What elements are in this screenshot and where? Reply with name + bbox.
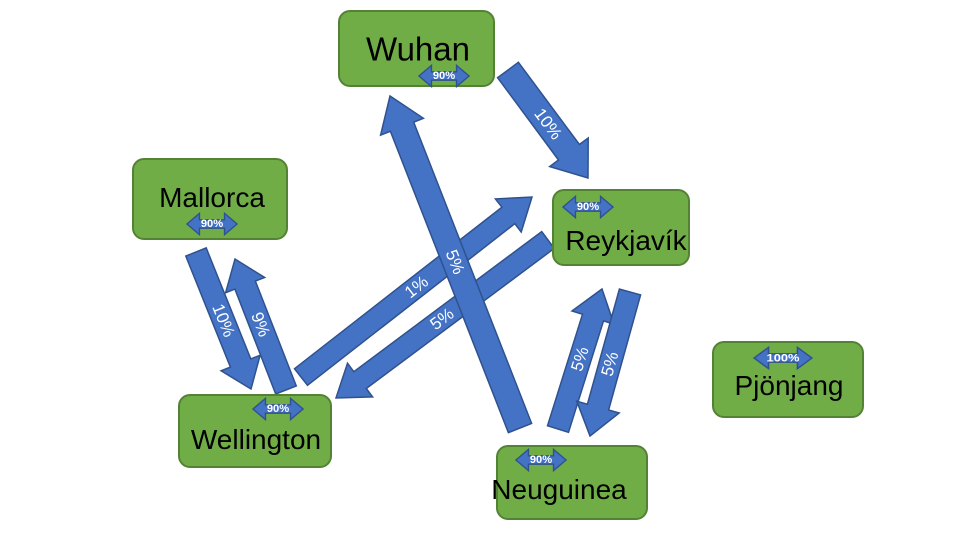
flow-arrow-reykjavik-to-neuguinea	[575, 288, 642, 438]
badge-percentage-label: 90%	[433, 70, 455, 82]
node-label: Wuhan	[366, 30, 470, 68]
double-arrow-icon	[561, 194, 615, 220]
node-wellington: Wellington 90%	[178, 394, 332, 468]
capacity-badge: 90%	[251, 396, 305, 422]
node-label: Neuguinea	[491, 474, 627, 505]
flow-arrow-mallorca-to-wellington	[184, 246, 262, 391]
node-label: Pjönjang	[734, 370, 844, 401]
capacity-badge: 90%	[417, 63, 471, 89]
node-label: Reykjavík	[565, 225, 687, 256]
node-pjonjang: Pjönjang 100%	[712, 341, 864, 418]
capacity-badge: 90%	[561, 194, 615, 220]
flow-arrow-wellington-to-reykjavik	[293, 196, 534, 387]
node-reykjavik: Reykjavík 90%	[552, 189, 690, 266]
double-arrow-icon	[185, 211, 239, 237]
badge-percentage-label: 90%	[201, 218, 223, 230]
node-wuhan: Wuhan 90%	[338, 10, 495, 89]
capacity-badge: 90%	[185, 211, 239, 237]
double-arrow-icon	[752, 345, 814, 371]
node-neuguinea: Neuguinea 90%	[491, 445, 648, 520]
node-label: Wellington	[190, 424, 322, 455]
capacity-badge: 90%	[514, 447, 568, 473]
badge-percentage-label: 90%	[267, 403, 289, 415]
capacity-badge: 100%	[752, 345, 814, 371]
node-mallorca: Mallorca 90%	[132, 158, 288, 240]
badge-percentage-label: 100%	[767, 352, 800, 365]
flow-arrow-reykjavik-to-wellington	[334, 230, 556, 399]
flow-arrow-neuguinea-to-wuhan	[379, 94, 533, 434]
double-arrow-icon	[417, 63, 471, 89]
double-arrow-icon	[514, 447, 568, 473]
flow-arrow-wuhan-to-reykjavik	[496, 61, 589, 180]
double-arrow-icon	[251, 396, 305, 422]
node-label: Mallorca	[159, 182, 265, 213]
flow-arrow-neuguinea-to-reykjavik	[546, 287, 616, 434]
badge-percentage-label: 90%	[530, 454, 552, 466]
flow-arrow-wellington-to-mallorca	[224, 257, 298, 395]
badge-percentage-label: 90%	[577, 201, 599, 213]
